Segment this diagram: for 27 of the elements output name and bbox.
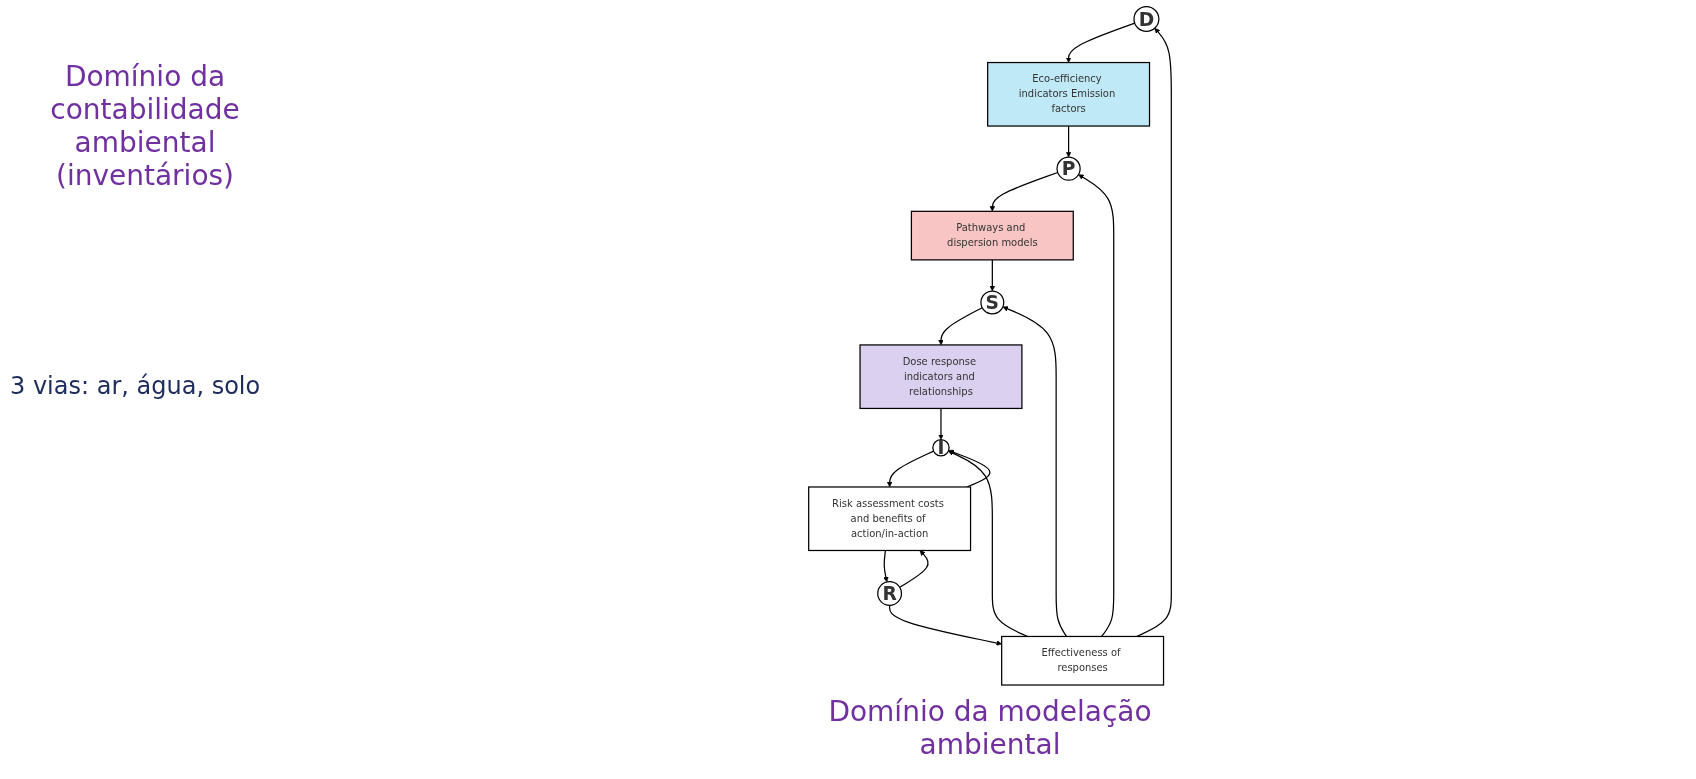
node-circle: D [1133,5,1160,33]
node-circle: R [877,581,903,606]
pathway-note: 3 vias: ar, água, solo [10,372,262,400]
arrow [938,307,983,346]
arrow [883,549,889,583]
node-box: Risk assessment costs and benefits of action/in-action [808,486,972,552]
domain-note: Domínio da modelação ambiental [827,695,1153,761]
arrow [948,450,1029,638]
node-circle: I [932,438,950,457]
arrow [989,259,996,292]
arrow [938,407,944,440]
arrow [899,550,929,588]
arrow [1065,22,1136,63]
arrow [948,449,991,488]
node-box: Pathways and dispersion models [910,210,1074,261]
node-box: Dose response indicators and relationships [859,344,1023,410]
arrow [1136,28,1172,638]
arrow [889,604,1002,646]
node-box: Eco-efficiency indicators Emission factors [987,61,1151,127]
arrow [886,450,935,488]
node-circle: S [980,290,1005,315]
node-box: Effectiveness of responses [1001,635,1165,686]
arrow [1078,174,1115,638]
node-circle: P [1056,156,1081,181]
arrow [1002,306,1068,638]
domain-note: Domínio da contabilidade ambiental (inventários) [49,60,241,192]
arrow [1065,125,1072,158]
